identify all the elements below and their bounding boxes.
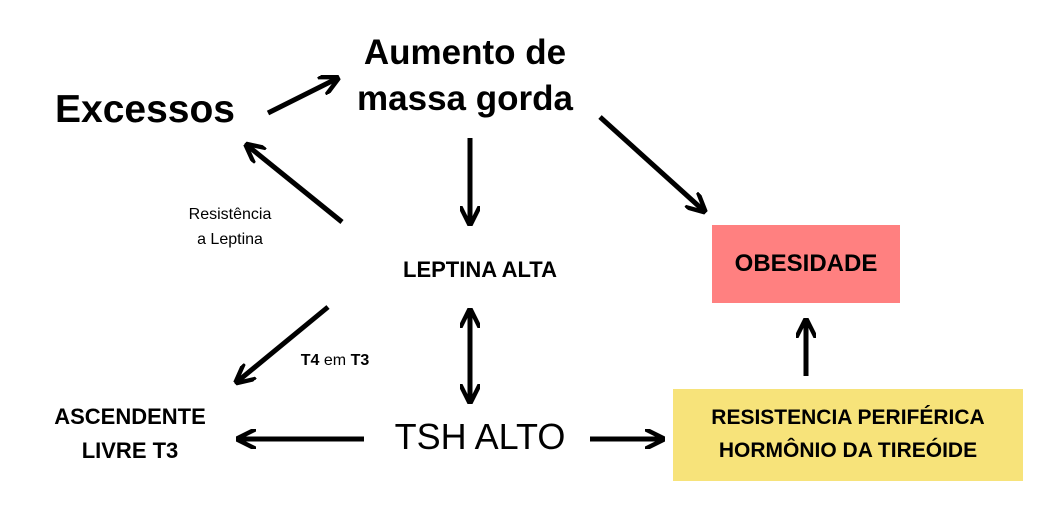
arrow-leptina-to-ascendente <box>238 305 330 381</box>
arrow-massa-to-obesidade <box>598 115 703 210</box>
node-ascendente-livre-t3: ASCENDENTE LIVRE T3 <box>25 400 235 468</box>
node-ascendente-line1: ASCENDENTE <box>54 404 206 429</box>
edge-label-t4: T4 <box>300 352 320 369</box>
node-massa-gorda-line1: Aumento de <box>363 33 567 72</box>
edge-label-resistencia-leptina-line2: a Leptina <box>197 230 263 248</box>
edge-label-resistencia-leptina: Resistência a Leptina <box>160 203 300 253</box>
arrow-leptina-to-excessos <box>248 146 344 224</box>
edge-label-resistencia-leptina-line1: Resistência <box>188 206 272 223</box>
node-obesidade: OBESIDADE <box>712 225 900 303</box>
node-leptina-alta: LEPTINA ALTA <box>403 257 557 282</box>
node-massa-gorda-line2: massa gorda <box>357 78 573 118</box>
node-resistencia-line1: RESISTENCIA PERIFÉRICA <box>711 406 985 430</box>
edge-label-t4-em-t3: T4 em T3 <box>285 352 385 370</box>
node-tsh-alto: TSH ALTO <box>394 416 566 457</box>
edge-label-em: em <box>319 352 351 369</box>
edge-label-t3: T3 <box>350 352 370 369</box>
arrow-excessos-to-massa <box>266 79 336 116</box>
node-obesidade-label: OBESIDADE <box>734 250 878 277</box>
node-resistencia-periferica: RESISTENCIA PERIFÉRICA HORMÔNIO DA TIREÓ… <box>673 389 1023 481</box>
node-ascendente-line2: LIVRE T3 <box>81 438 179 464</box>
node-excessos: Excessos <box>55 88 235 131</box>
node-resistencia-line2: HORMÔNIO DA TIREÓIDE <box>718 439 978 462</box>
node-massa-gorda: Aumento de massa gorda <box>330 30 600 121</box>
